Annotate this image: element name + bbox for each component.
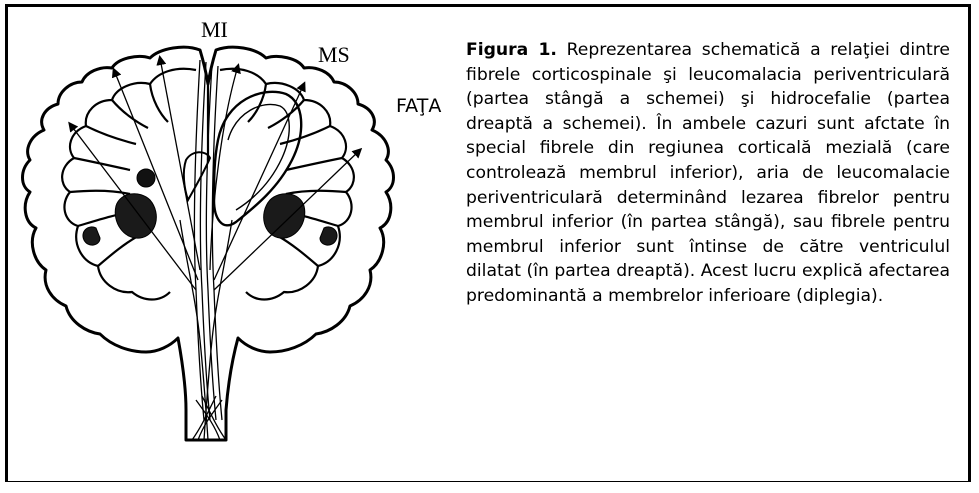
- figure-caption: Figura 1. Reprezentarea schematică a rel…: [466, 38, 950, 309]
- label-ms: MS: [318, 42, 350, 68]
- brain-schematic-svg: [0, 0, 470, 489]
- label-mi: MI: [201, 17, 228, 43]
- corticospinal-fibres: [180, 60, 232, 440]
- caption-text: Reprezentarea schematică a relaţiei dint…: [466, 40, 950, 306]
- label-fata: FAŢA: [396, 95, 441, 117]
- brain-coronal-diagram: MI MS FAŢA: [0, 0, 470, 489]
- pvl-lesion: [137, 169, 155, 187]
- basal-ganglia: [83, 194, 337, 245]
- gyri-folds: [62, 69, 354, 300]
- caption-figure-number: Figura 1.: [466, 40, 557, 60]
